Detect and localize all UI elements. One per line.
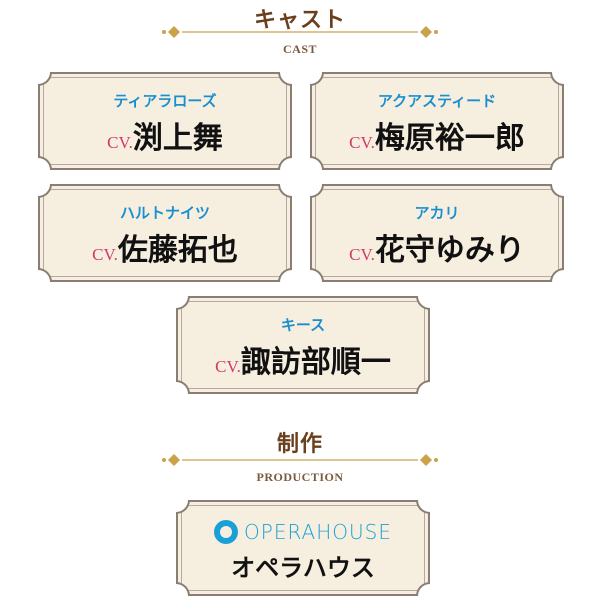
cast-card-5: キース CV.諏訪部順一	[176, 296, 430, 394]
studio-logo: OPERAHOUSE	[178, 520, 428, 544]
cv-label: CV.	[349, 133, 375, 152]
actor-name: 花守ゆみり	[374, 233, 525, 268]
studio-name: オペラハウス	[231, 553, 375, 582]
actor-name: 梅原裕一郎	[374, 121, 525, 156]
cv-label: CV.	[107, 133, 133, 152]
cast-card-3: ハルトナイツ CV.佐藤拓也	[38, 184, 292, 282]
cv-label: CV.	[349, 245, 375, 264]
role-name: ハルトナイツ	[119, 204, 210, 222]
cast-ornament-divider	[162, 26, 438, 38]
cv-label: CV.	[215, 357, 241, 376]
actor-name: 諏訪部順一	[240, 345, 391, 380]
production-ornament-divider	[162, 454, 438, 466]
cast-title: キャスト	[253, 7, 346, 33]
actor-name: 渕上舞	[132, 121, 223, 156]
role-name: ティアラローズ	[113, 92, 217, 110]
role-name: キース	[280, 316, 326, 334]
cast-card-2: アクアスティード CV.梅原裕一郎	[310, 72, 564, 170]
logo-text: OPERAHOUSE	[244, 520, 392, 544]
role-name: アカリ	[414, 204, 460, 222]
cv-label: CV.	[92, 245, 118, 264]
cast-card-4: アカリ CV.花守ゆみり	[310, 184, 564, 282]
actor-name: 佐藤拓也	[117, 233, 238, 268]
cast-subtitle: CAST	[282, 42, 317, 56]
cast-card-1: ティアラローズ CV.渕上舞	[38, 72, 292, 170]
production-subtitle: PRODUCTION	[256, 470, 344, 484]
role-name: アクアスティード	[377, 92, 497, 110]
production-card: OPERAHOUSE オペラハウス	[176, 500, 430, 596]
production-title: 制作	[276, 431, 323, 457]
operahouse-logo-icon	[214, 520, 239, 544]
